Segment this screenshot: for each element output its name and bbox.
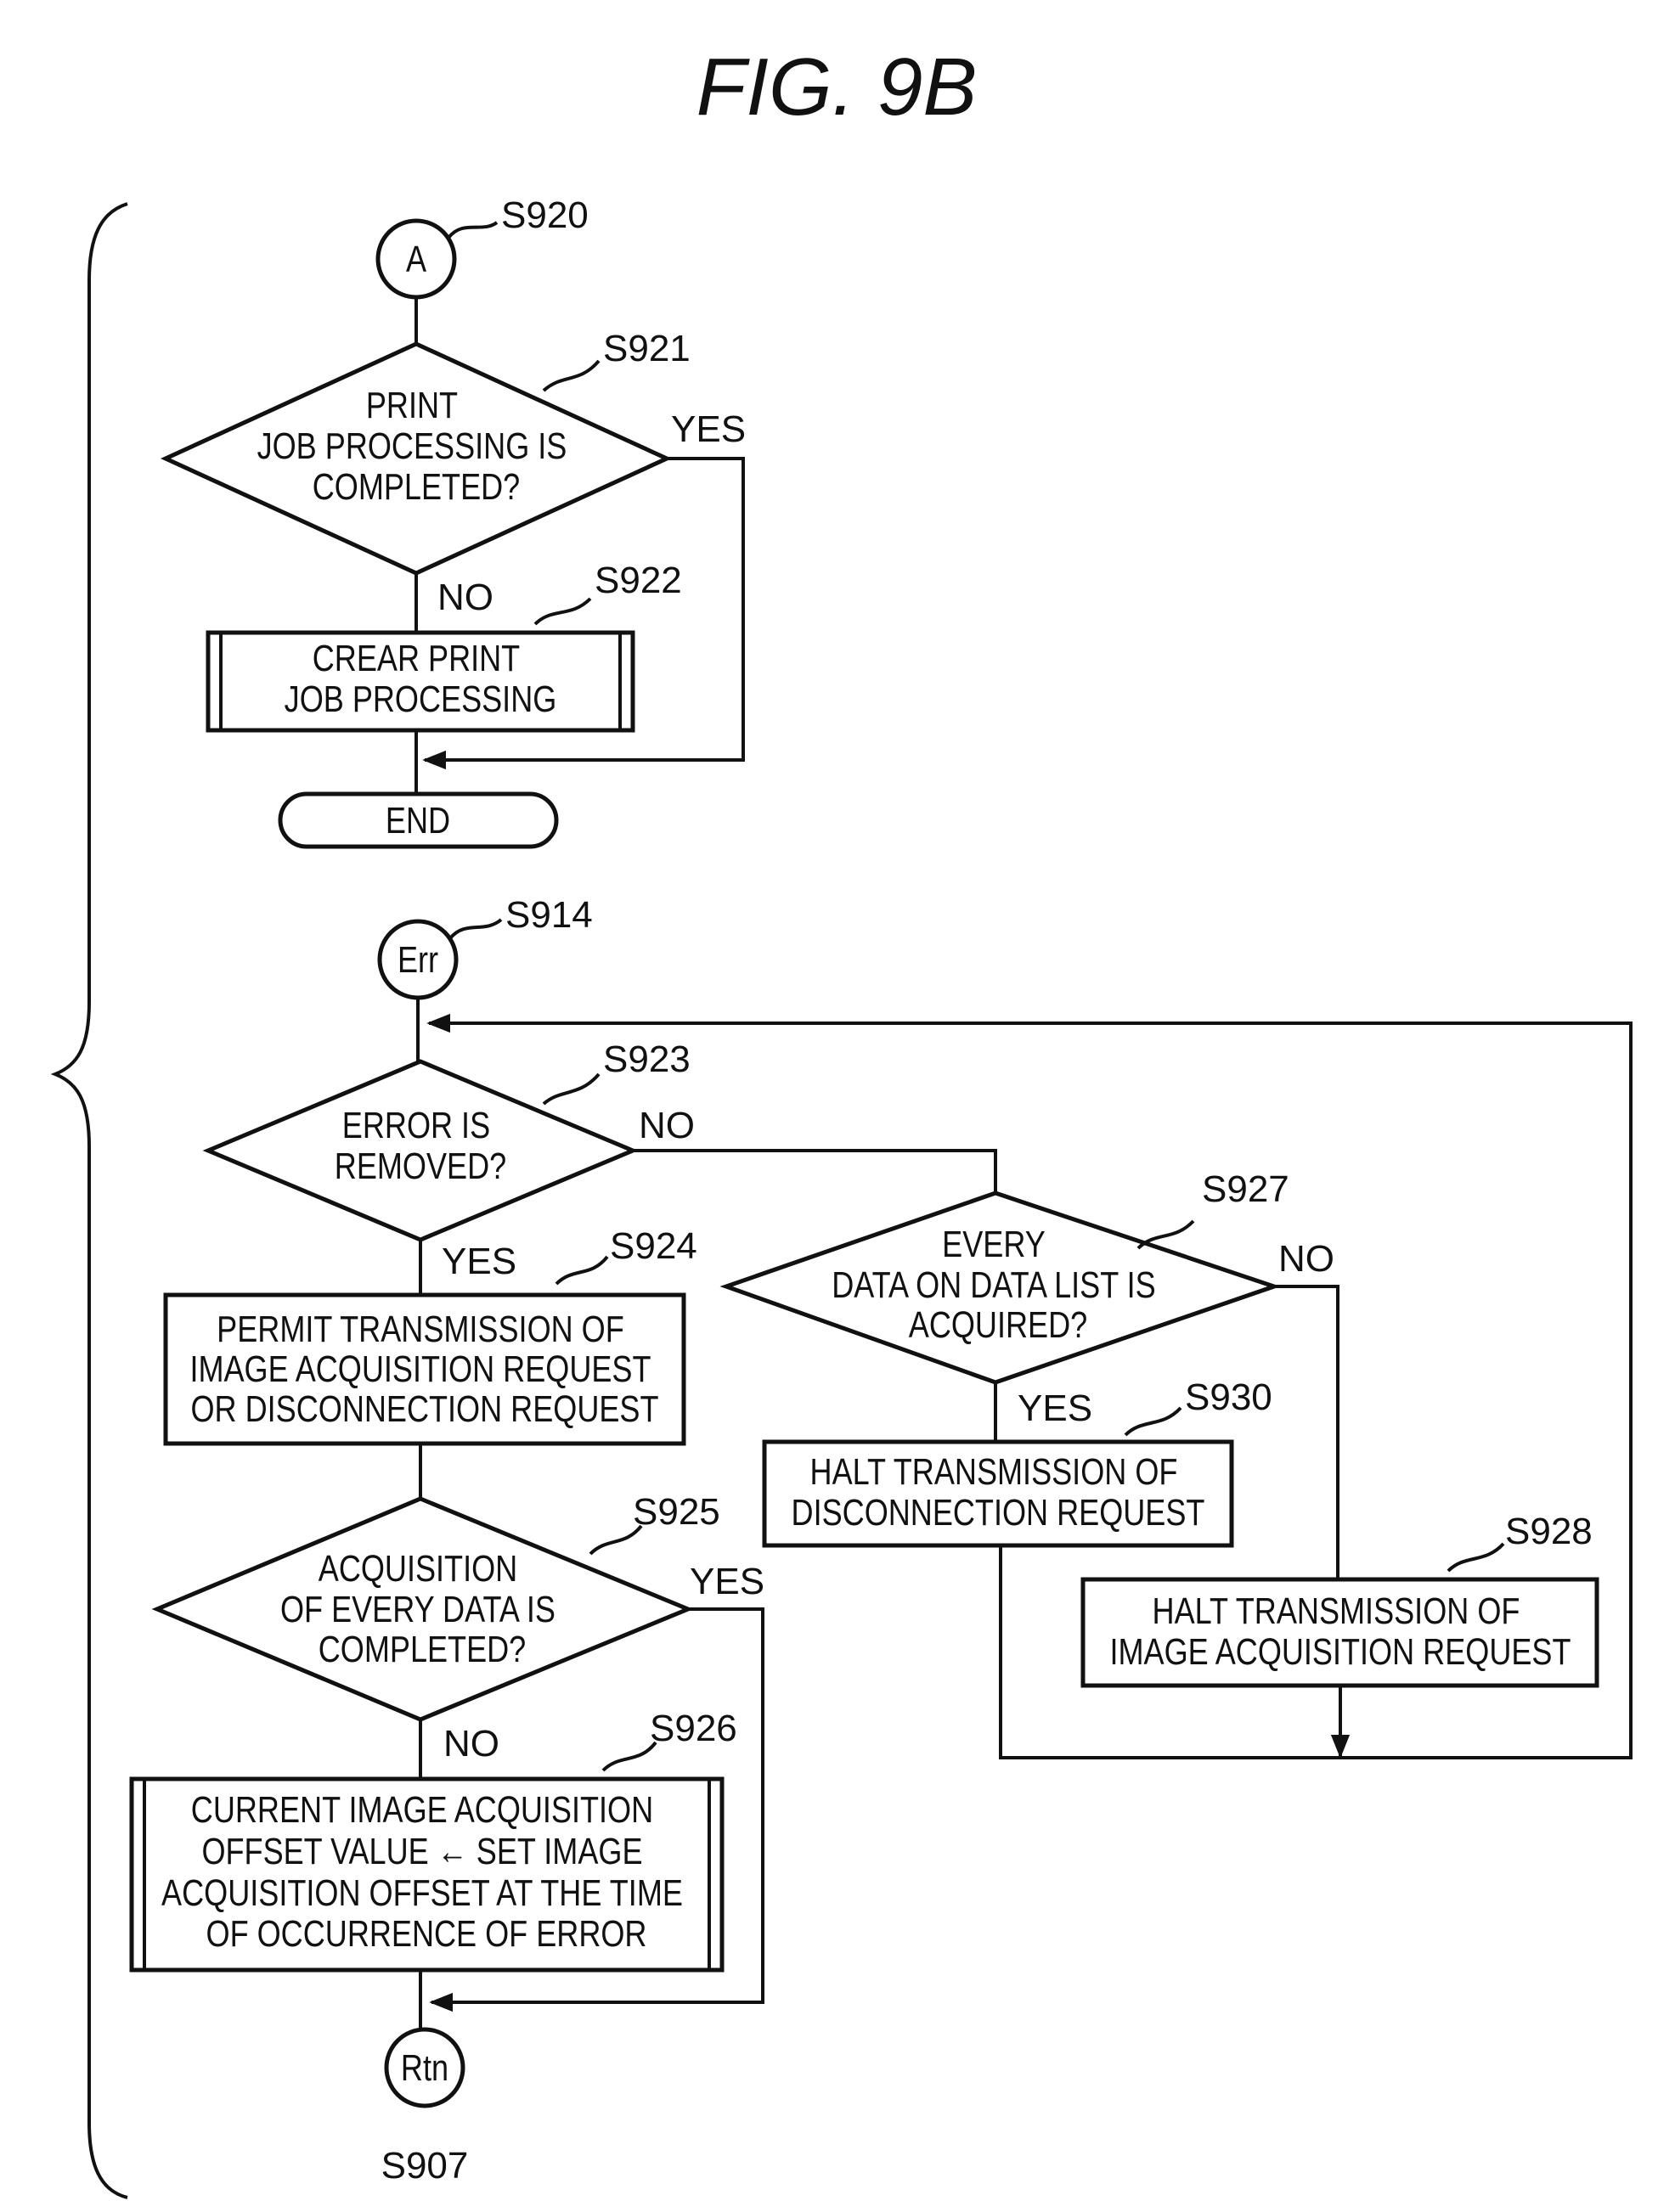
edge-s927-no xyxy=(1274,1286,1338,1579)
leader-s921 xyxy=(544,361,599,391)
ref-s920: S920 xyxy=(501,194,589,236)
s927-yes-label: YES xyxy=(1018,1387,1092,1429)
leader-s922 xyxy=(535,599,590,624)
left-brace xyxy=(55,204,127,2198)
ref-s923: S923 xyxy=(603,1038,691,1080)
connector-err-label: Err xyxy=(398,939,438,981)
ref-s926: S926 xyxy=(650,1708,737,1749)
ref-s907: S907 xyxy=(381,2145,469,2187)
leader-s928 xyxy=(1448,1544,1503,1571)
decision-s923-text: ERROR IS REMOVED? xyxy=(335,1105,506,1187)
process-s928-text: HALT TRANSMISSION OF IMAGE ACQUISITION R… xyxy=(1109,1590,1571,1673)
s927-no-label: NO xyxy=(1278,1238,1334,1280)
s923-yes-label: YES xyxy=(442,1241,516,1282)
ref-s924: S924 xyxy=(610,1225,697,1267)
ref-s921: S921 xyxy=(603,328,691,369)
s925-yes-label: YES xyxy=(690,1561,764,1602)
leader-s920 xyxy=(448,222,497,238)
leader-s930 xyxy=(1125,1408,1181,1435)
s921-yes-label: YES xyxy=(671,408,746,450)
leader-s914 xyxy=(450,920,501,938)
ref-s914: S914 xyxy=(505,894,593,936)
edge-s923-no xyxy=(633,1151,995,1193)
s923-no-label: NO xyxy=(639,1105,695,1146)
leader-s924 xyxy=(556,1257,607,1284)
leader-s923 xyxy=(544,1074,599,1104)
ref-s925: S925 xyxy=(633,1491,720,1533)
terminal-end-text: END xyxy=(386,800,450,841)
ref-s928: S928 xyxy=(1505,1511,1593,1552)
s921-no-label: NO xyxy=(437,577,493,618)
process-s922-text: CREAR PRINT JOB PROCESSING xyxy=(285,638,557,720)
ref-s927: S927 xyxy=(1202,1168,1289,1210)
process-s930-text: HALT TRANSMISSION OF DISCONNECTION REQUE… xyxy=(792,1451,1205,1534)
ref-s930: S930 xyxy=(1185,1376,1272,1418)
s925-no-label: NO xyxy=(443,1723,499,1765)
connector-a-label: A xyxy=(406,239,426,280)
ref-s922: S922 xyxy=(595,560,682,601)
process-s924-text: PERMIT TRANSMISSION OF IMAGE ACQUISITION… xyxy=(189,1309,659,1430)
decision-s925-text: ACQUISITION OF EVERY DATA IS COMPLETED? xyxy=(280,1548,564,1670)
figure-title: FIG. 9B xyxy=(696,42,978,132)
process-s926-text: CURRENT IMAGE ACQUISITION OFFSET VALUE ←… xyxy=(161,1789,691,1955)
leader-s926 xyxy=(603,1742,656,1770)
connector-rtn-label: Rtn xyxy=(401,2047,448,2089)
